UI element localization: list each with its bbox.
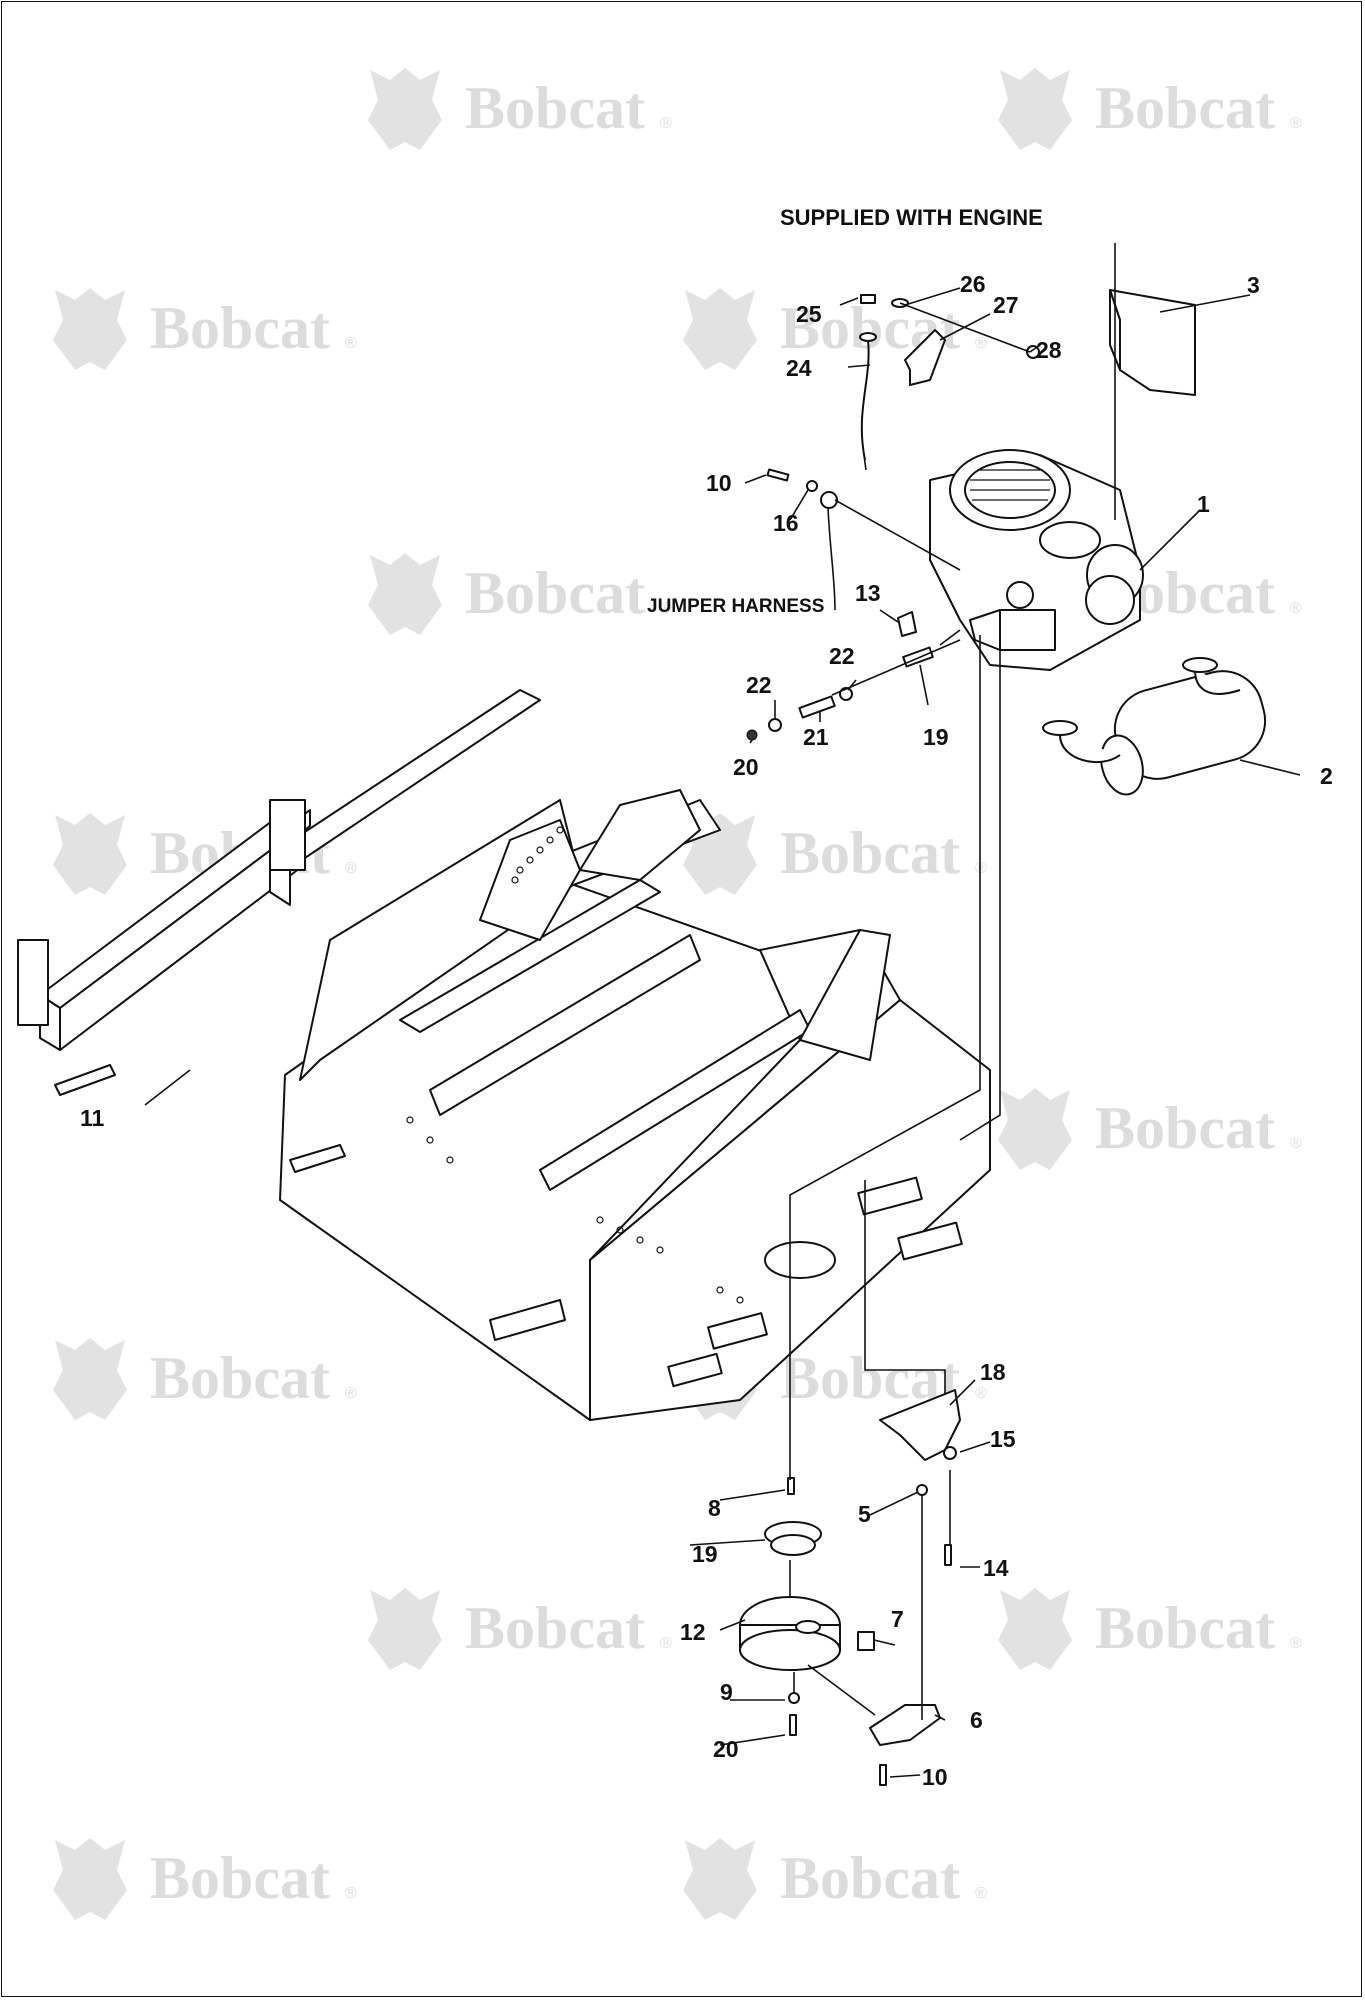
- callout-labels: 1 2 3 5 6 7 8 9 10 10 11 12 13 14 15 16 …: [80, 271, 1333, 1790]
- bobcat-watermark: Bobcat ®: [53, 288, 357, 370]
- bobcat-logo-icon: [53, 288, 127, 370]
- watermark-registered-mark: ®: [1290, 1635, 1302, 1652]
- watermark-brand-text: Bobcat: [465, 75, 645, 141]
- watermark-registered-mark: ®: [345, 1885, 357, 1902]
- callout-10-top: 10: [706, 470, 732, 496]
- callout-26: 26: [960, 271, 986, 297]
- callout-22-right: 22: [829, 643, 855, 669]
- bobcat-watermark: Bobcat ®: [683, 813, 987, 895]
- watermark-brand-text: Bobcat: [465, 1595, 645, 1661]
- engine: [929, 449, 1144, 671]
- callout-20-lower: 20: [713, 1736, 739, 1762]
- bobcat-watermark: Bobcat ®: [368, 1588, 672, 1670]
- note-supplied-with-engine: SUPPLIED WITH ENGINE: [780, 205, 1043, 230]
- watermark-brand-text: Bobcat: [150, 1345, 330, 1411]
- watermark-registered-mark: ®: [660, 1635, 672, 1652]
- watermark-registered-mark: ®: [1290, 1135, 1302, 1152]
- watermark-brand-text: Bobcat: [150, 1845, 330, 1911]
- bobcat-watermark: Bobcat ®: [368, 68, 672, 150]
- muffler: [1042, 657, 1267, 796]
- bobcat-watermark: Bobcat®: [683, 288, 987, 370]
- bobcat-logo-icon: [998, 1088, 1072, 1170]
- callout-18: 18: [980, 1359, 1006, 1385]
- callout-13: 13: [855, 580, 881, 606]
- callout-14: 14: [983, 1555, 1009, 1581]
- watermark-registered-mark: ®: [345, 1385, 357, 1402]
- callout-6: 6: [970, 1707, 983, 1733]
- bobcat-logo-icon: [683, 1838, 757, 1920]
- callout-9: 9: [720, 1679, 733, 1705]
- dipstick-assembly: [859, 294, 1040, 471]
- bobcat-watermark: Bobcat ®: [998, 1088, 1302, 1170]
- fittings: [746, 468, 934, 741]
- bobcat-watermark: Bobcat ®: [683, 1838, 987, 1920]
- callout-24: 24: [786, 355, 812, 381]
- watermark-registered-mark: ®: [975, 335, 987, 352]
- callout-19-lower: 19: [692, 1541, 718, 1567]
- callout-20-upper: 20: [733, 754, 759, 780]
- watermark-registered-mark: ®: [975, 1885, 987, 1902]
- watermark-brand-text: Bobcat: [780, 1845, 960, 1911]
- clutch-assembly: [739, 1389, 961, 1786]
- watermark-brand-text: Bobcat: [780, 820, 960, 886]
- callout-8: 8: [708, 1495, 721, 1521]
- callout-27: 27: [993, 292, 1019, 318]
- callout-12: 12: [680, 1619, 706, 1645]
- heat-shield: [1109, 289, 1196, 396]
- callout-2: 2: [1320, 763, 1333, 789]
- callout-19-upper: 19: [923, 724, 949, 750]
- bobcat-logo-icon: [53, 1338, 127, 1420]
- watermark-brand-text: Bobcat: [1095, 1595, 1275, 1661]
- bobcat-logo-icon: [683, 288, 757, 370]
- watermark-registered-mark: ®: [1290, 115, 1302, 132]
- bobcat-logo-icon: [53, 1838, 127, 1920]
- watermark-registered-mark: ®: [345, 860, 357, 877]
- callout-21: 21: [803, 724, 829, 750]
- bobcat-watermark: Bobcat ®: [368, 553, 672, 635]
- callout-7: 7: [891, 1606, 904, 1632]
- watermark-registered-mark: ®: [660, 115, 672, 132]
- watermark-registered-mark: ®: [1290, 600, 1302, 617]
- callout-11: 11: [80, 1105, 105, 1131]
- bobcat-logo-icon: [998, 68, 1072, 150]
- callout-22-left: 22: [746, 672, 772, 698]
- bobcat-logo-icon: [368, 1588, 442, 1670]
- callout-10-bottom: 10: [922, 1764, 948, 1790]
- bobcat-logo-icon: [368, 553, 442, 635]
- bobcat-watermark: Bobcat ®: [53, 1838, 357, 1920]
- callout-16: 16: [773, 510, 799, 536]
- bobcat-logo-icon: [368, 68, 442, 150]
- watermark-registered-mark: ®: [975, 860, 987, 877]
- bobcat-logo-icon: [998, 1588, 1072, 1670]
- bobcat-watermark: Bobcat ®: [53, 1338, 357, 1420]
- callout-1: 1: [1197, 491, 1210, 517]
- leader-lines: [144, 243, 1301, 1778]
- chassis-frame: [17, 689, 991, 1421]
- note-jumper-harness: JUMPER HARNESS: [647, 596, 824, 617]
- callout-3: 3: [1247, 272, 1260, 298]
- bobcat-watermark: Bobcat ®: [998, 68, 1302, 150]
- bobcat-logo-icon: [53, 813, 127, 895]
- watermark-registered-mark: ®: [660, 600, 672, 617]
- watermark-registered-mark: ®: [975, 1385, 987, 1402]
- watermark-brand-text: Bobcat: [1095, 1095, 1275, 1161]
- callout-28: 28: [1036, 337, 1062, 363]
- watermark-brand-text: Bobcat: [465, 560, 645, 626]
- callout-5: 5: [858, 1501, 871, 1527]
- callout-15: 15: [990, 1426, 1016, 1452]
- watermark-registered-mark: ®: [345, 335, 357, 352]
- watermark-brand-text: Bobcat: [150, 295, 330, 361]
- watermark-brand-text: Bobcat: [1095, 75, 1275, 141]
- callout-25: 25: [796, 301, 822, 327]
- bobcat-watermark: Bobcat ®: [998, 1588, 1302, 1670]
- watermark-layer: Bobcat ® Bobcat ® Bobcat ® Bobcat ® Bobcat ® Bobca…: [53, 68, 1302, 1920]
